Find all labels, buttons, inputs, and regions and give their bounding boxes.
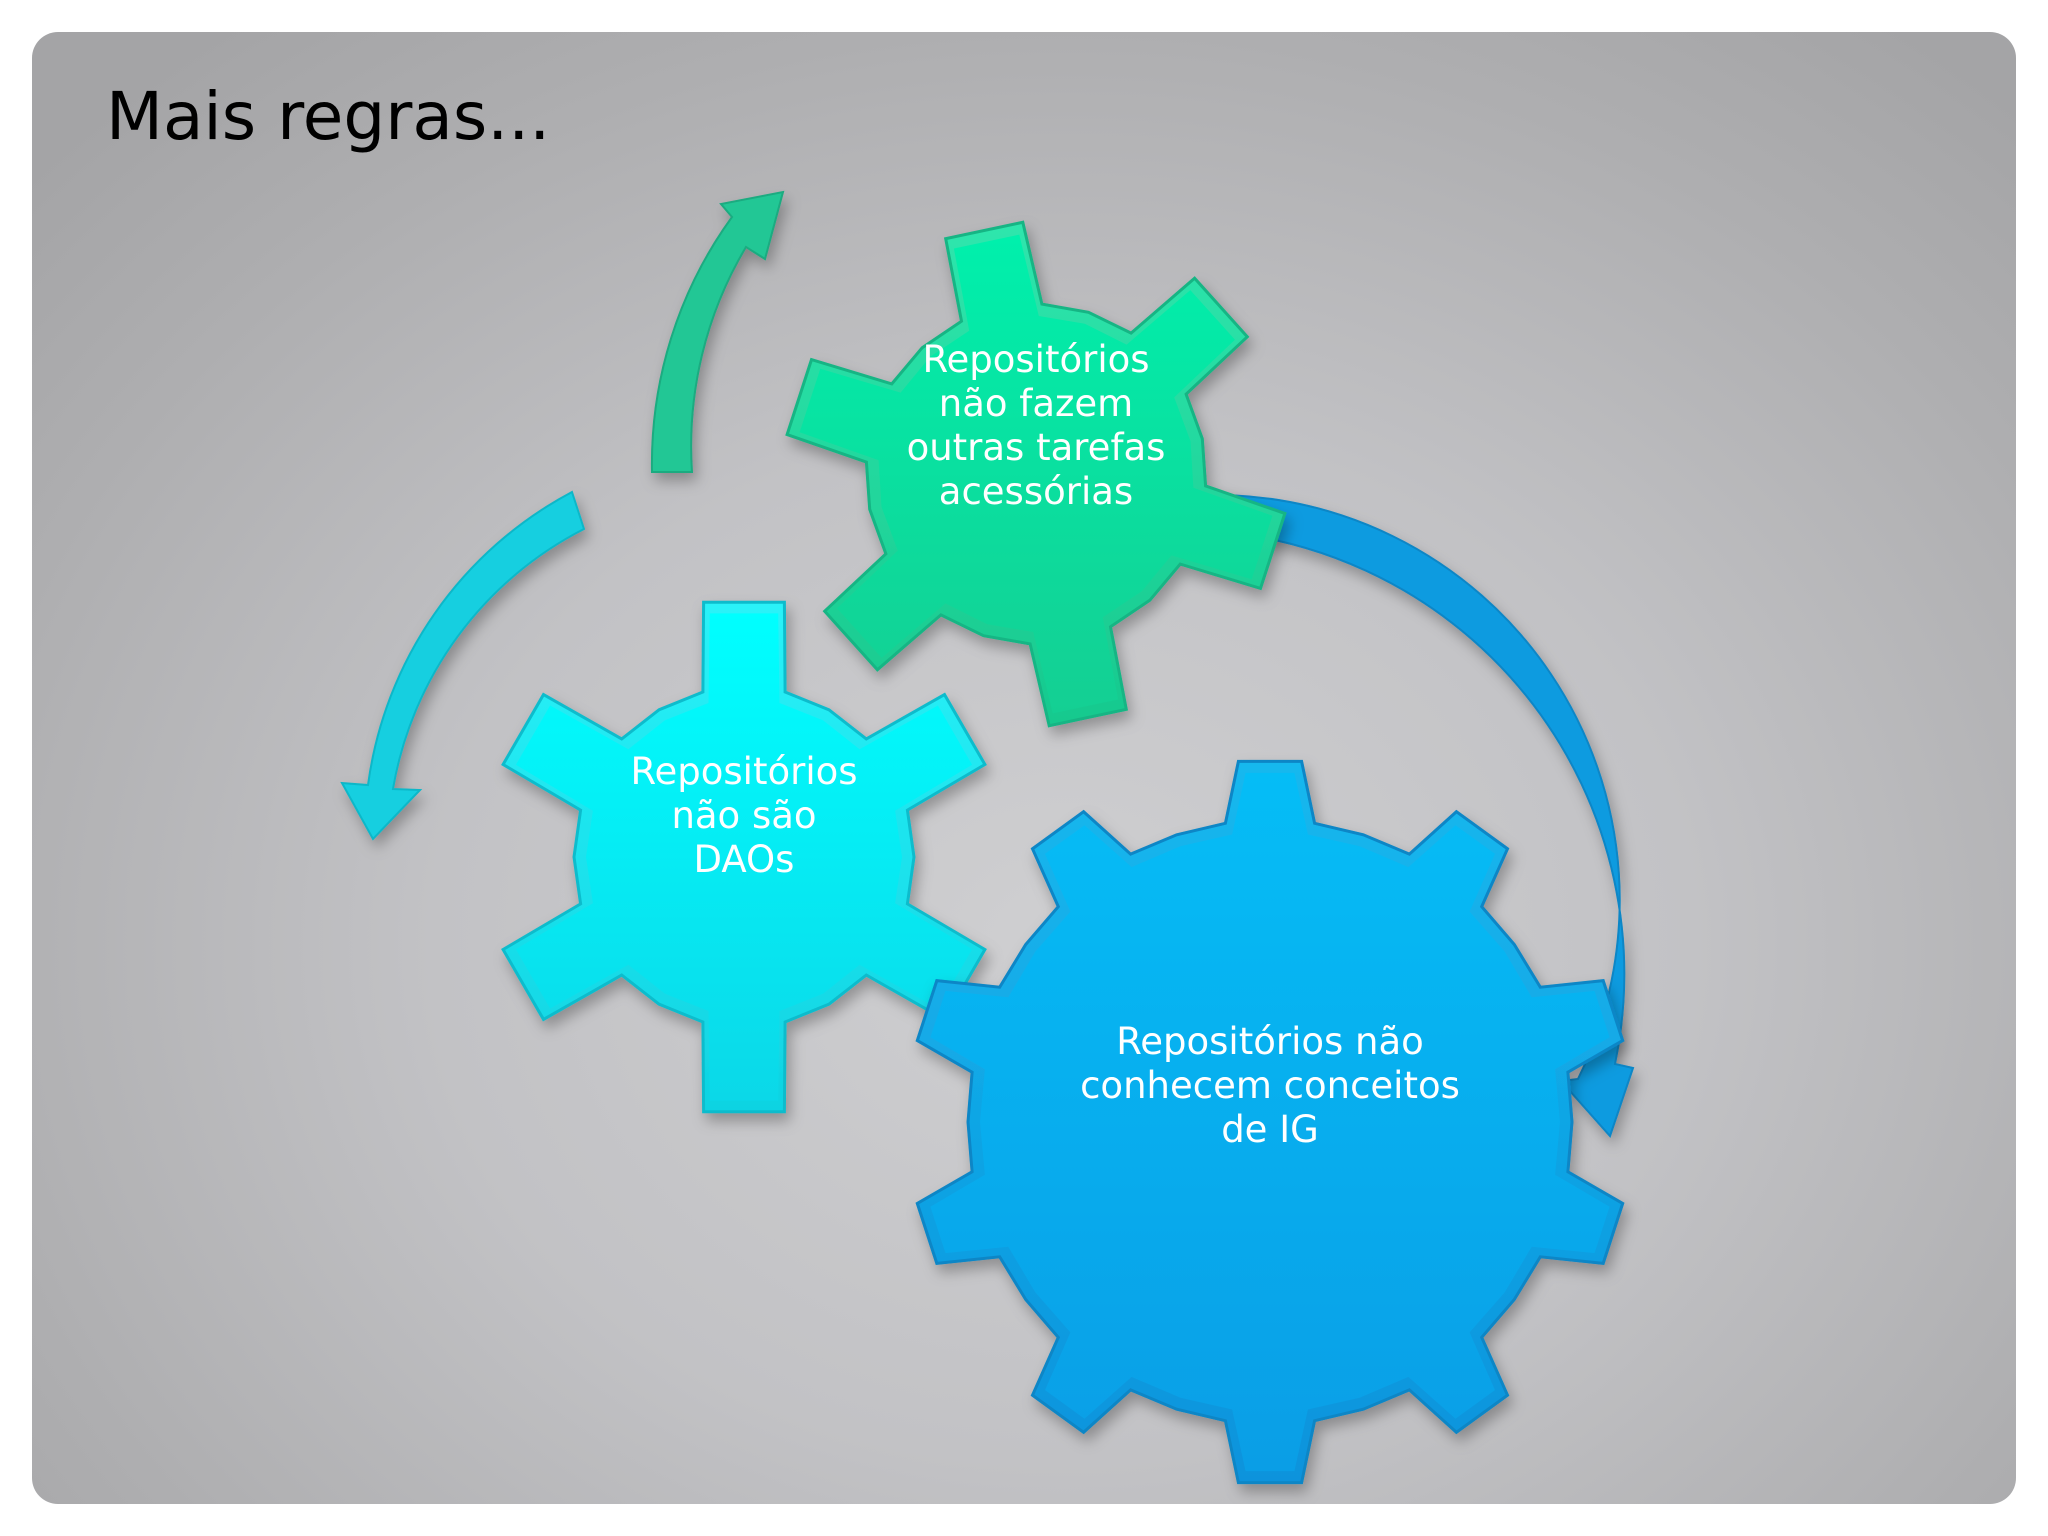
arrow-cyan-icon (340, 490, 586, 841)
gear-label-line: Repositórios (630, 750, 857, 793)
gear-label-line: de IG (1221, 1108, 1319, 1151)
gear-label-line: conhecem conceitos (1080, 1064, 1460, 1107)
gear-label-line: acessórias (939, 470, 1133, 513)
arrow-green-icon (650, 190, 785, 473)
gear-label-line: Repositórios (922, 338, 1149, 381)
gear-green (785, 220, 1287, 728)
gear-label-line: outras tarefas (907, 426, 1166, 469)
gear-label-line: não são (671, 794, 816, 837)
gear-cyan (501, 600, 987, 1114)
gear-green-face (799, 234, 1273, 714)
gear-label-line: não fazem (939, 382, 1133, 425)
gear-label-line: Repositórios não (1116, 1020, 1424, 1063)
slide: Mais regras... (32, 32, 2016, 1504)
arrow-blue-icon (1185, 494, 1635, 1138)
gear-label-line: DAOs (694, 838, 795, 881)
gear-blue-face (930, 772, 1610, 1472)
gear-cyan-face (515, 613, 973, 1101)
slide-title: Mais regras... (106, 78, 551, 155)
gear-blue (915, 759, 1625, 1485)
